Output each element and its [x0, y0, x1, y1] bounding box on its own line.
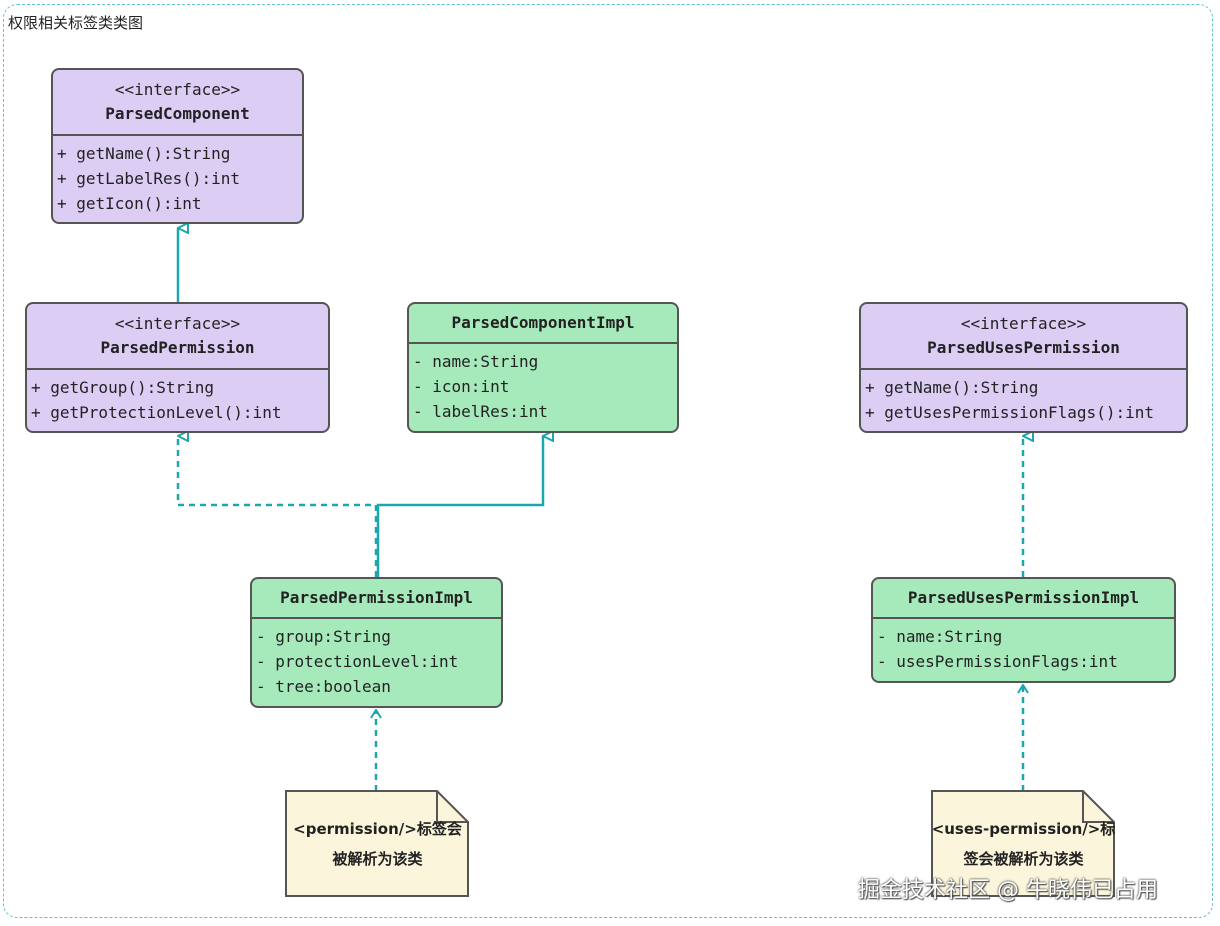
class-parsed-uses-permission-impl: ParsedUsesPermissionImpl - name:String -…	[871, 577, 1176, 683]
note-shape	[931, 790, 1115, 897]
class-parsed-permission-impl: ParsedPermissionImpl - group:String - pr…	[250, 577, 503, 708]
member-list: - group:String - protectionLevel:int - t…	[252, 619, 501, 699]
class-name: ParsedPermission	[100, 338, 255, 357]
note-uses-permission: <uses-permission/>标 签会被解析为该类	[931, 790, 1116, 898]
member-list: - name:String - usesPermissionFlags:int	[873, 619, 1174, 674]
class-parsed-uses-permission: <<interface>> ParsedUsesPermission + get…	[859, 302, 1188, 433]
class-parsed-component: <<interface>> ParsedComponent + getName(…	[51, 68, 304, 224]
member-list: + getName():String + getUsesPermissionFl…	[861, 370, 1186, 425]
class-name: ParsedUsesPermission	[927, 338, 1120, 357]
class-header: <<interface>> ParsedPermission	[27, 304, 328, 370]
watermark: 掘金技术社区 @ 牛晓伟已占用	[858, 878, 1158, 903]
note-permission: <permission/>标签会 被解析为该类	[285, 790, 470, 898]
member: + getName():String	[57, 144, 231, 163]
member: - name:String	[413, 352, 539, 371]
member: + getIcon():int	[57, 194, 202, 213]
note-line: 被解析为该类	[332, 850, 423, 868]
member: + getName():String	[865, 378, 1039, 397]
member: - tree:boolean	[256, 677, 391, 696]
member: - protectionLevel:int	[256, 652, 459, 671]
note-line: <uses-permission/>标	[931, 820, 1116, 838]
diagram-frame	[3, 4, 1213, 918]
class-header: <<interface>> ParsedComponent	[53, 70, 302, 136]
class-header: ParsedPermissionImpl	[252, 579, 501, 619]
note-line: <permission/>标签会	[293, 820, 462, 838]
member-list: + getGroup():String + getProtectionLevel…	[27, 370, 328, 425]
member: - group:String	[256, 627, 391, 646]
stereotype-label: <<interface>>	[960, 314, 1087, 333]
member-list: - name:String - icon:int - labelRes:int	[409, 344, 677, 424]
note-shape	[285, 790, 469, 897]
stereotype-label: <<interface>>	[114, 80, 241, 99]
class-header: <<interface>> ParsedUsesPermission	[861, 304, 1186, 370]
member: - usesPermissionFlags:int	[877, 652, 1118, 671]
class-name: ParsedPermissionImpl	[280, 588, 473, 607]
class-name: ParsedUsesPermissionImpl	[907, 588, 1140, 607]
member: + getProtectionLevel():int	[31, 403, 282, 422]
member-list: + getName():String + getLabelRes():int +…	[53, 136, 302, 216]
member: + getUsesPermissionFlags():int	[865, 403, 1154, 422]
extends-edge-permissionimpl-componentimpl	[376, 436, 543, 577]
class-parsed-permission: <<interface>> ParsedPermission + getGrou…	[25, 302, 330, 433]
member: - labelRes:int	[413, 402, 548, 421]
note-line: 签会被解析为该类	[963, 850, 1084, 868]
class-parsed-component-impl: ParsedComponentImpl - name:String - icon…	[407, 302, 679, 433]
member: - name:String	[877, 627, 1003, 646]
member: - icon:int	[413, 377, 510, 396]
class-name: ParsedComponent	[105, 104, 250, 123]
class-header: ParsedUsesPermissionImpl	[873, 579, 1174, 619]
note-text: <uses-permission/>标 签会被解析为该类	[931, 790, 1116, 898]
note-text: <permission/>标签会 被解析为该类	[285, 790, 470, 898]
frame-title: 权限相关标签类类图	[8, 14, 144, 32]
stereotype-label: <<interface>>	[114, 314, 241, 333]
class-name: ParsedComponentImpl	[451, 313, 635, 332]
class-header: ParsedComponentImpl	[409, 304, 677, 344]
member: + getGroup():String	[31, 378, 215, 397]
implements-edge-permissionimpl-permission	[176, 436, 378, 577]
member: + getLabelRes():int	[57, 169, 241, 188]
